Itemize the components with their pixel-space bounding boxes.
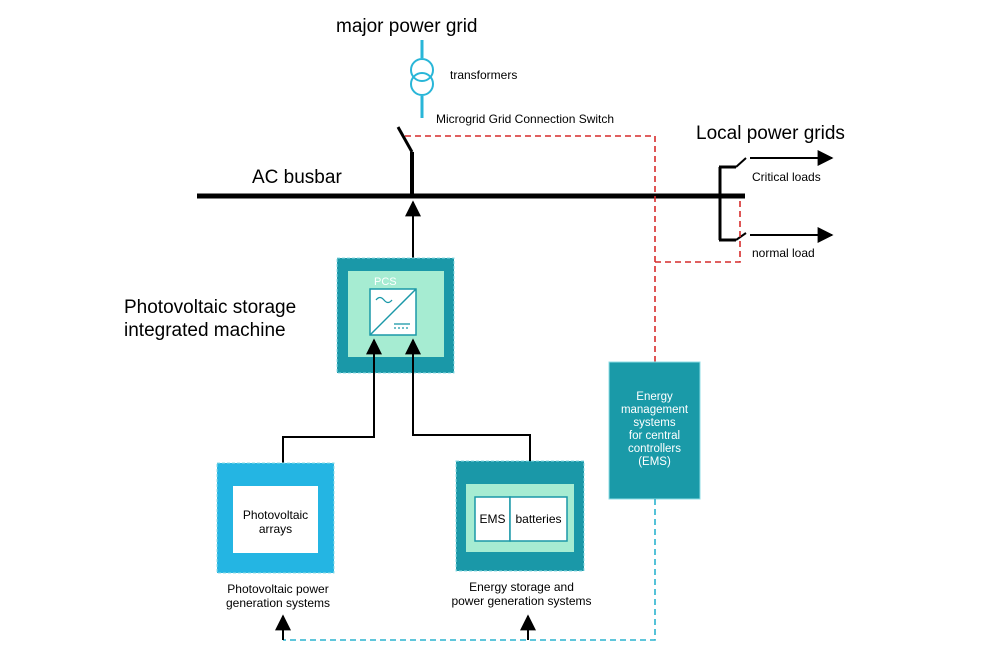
pv-arrays-line1: Photovoltaic <box>242 508 309 522</box>
pv-to-pcs-line <box>282 338 382 486</box>
storage-gen-line2: power generation systems <box>451 594 592 608</box>
transformers-label: transformers <box>450 68 518 82</box>
batteries-box <box>509 496 568 542</box>
critical-loads-label: Critical loads <box>752 170 821 184</box>
pv-generation-label: Photovoltaic power generation systems <box>213 582 343 610</box>
pcs-to-batteries-line <box>405 338 538 486</box>
local-grids-label: Local power grids <box>696 123 845 144</box>
major-grid-label: major power grid <box>336 16 478 37</box>
comm-line-cyan-dashed <box>283 499 656 641</box>
ems-central-line2: management <box>620 404 689 416</box>
inverter-icon <box>369 288 417 336</box>
normal-load-label: normal load <box>752 246 815 260</box>
ems-central-line6: (EMS) <box>638 456 671 468</box>
ems-central-label: Energy management systems for central co… <box>609 391 700 469</box>
local-grid-branch-lines <box>718 157 747 242</box>
pv-storage-line2: integrated machine <box>124 320 286 341</box>
pv-arrays-label: Photovoltaic arrays <box>233 508 318 536</box>
pv-gen-line2: generation systems <box>225 596 331 610</box>
ems-central-line1: Energy <box>636 391 673 403</box>
pv-arrays-line2: arrays <box>258 522 293 536</box>
ems-central-line3: systems <box>633 417 676 429</box>
ems-small-box <box>474 496 511 542</box>
pv-storage-line1: Photovoltaic storage <box>124 297 297 318</box>
batteries-label: batteries <box>515 512 562 526</box>
ems-central-line4: for central <box>628 430 681 442</box>
grid-connection-switch-icon <box>396 126 414 197</box>
pv-arrays-box <box>233 486 318 553</box>
ems-small-label: EMS <box>479 512 506 526</box>
transformer-icon <box>410 58 434 96</box>
pcs-label: PCS <box>374 276 397 288</box>
storage-gen-line1: Energy storage and <box>469 580 574 594</box>
ac-busbar-label: AC busbar <box>252 167 342 188</box>
control-line-red-dashed <box>405 135 656 364</box>
pv-gen-line1: Photovoltaic power <box>227 582 329 596</box>
pv-storage-machine-label: Photovoltaic storage integrated machine <box>124 296 296 342</box>
switch-label: Microgrid Grid Connection Switch <box>436 112 615 126</box>
storage-generation-label: Energy storage and power generation syst… <box>444 580 599 608</box>
control-line-red-to-loads <box>655 200 741 263</box>
ems-central-line5: controllers <box>627 443 682 455</box>
